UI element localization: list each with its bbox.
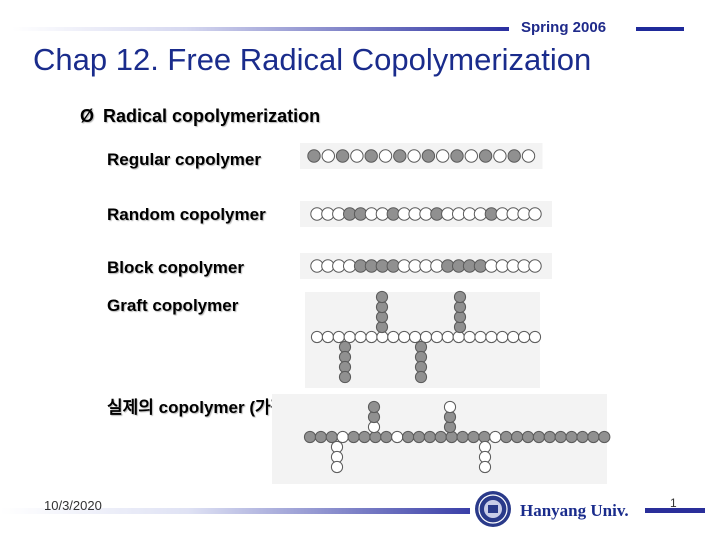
label-regular-copolymer: Regular copolymer [107, 150, 261, 169]
monomer-b-bead [375, 290, 389, 304]
monomer-b-bead [421, 149, 436, 163]
monomer-a-bead [332, 330, 345, 344]
monomer-b-bead [521, 430, 535, 444]
monomer-a-bead [354, 330, 367, 344]
label-graft-copolymer: Graft copolymer [107, 296, 239, 315]
monomer-b-bead [325, 430, 338, 444]
monomer-b-bead [402, 430, 415, 444]
regular-copolymer-chain [300, 143, 543, 169]
monomer-b-bead [467, 430, 480, 444]
footer-page-number: 1 [670, 496, 677, 510]
monomer-a-bead [507, 330, 520, 344]
monomer-a-bead [493, 149, 507, 163]
monomer-a-bead [409, 330, 422, 344]
monomer-b-bead [543, 430, 556, 444]
monomer-a-bead [528, 207, 542, 221]
monomer-b-bead [532, 430, 545, 444]
monomer-b-bead [453, 290, 467, 304]
monomer-b-bead [412, 430, 426, 444]
monomer-a-bead [336, 430, 349, 444]
monomer-a-bead [398, 330, 411, 344]
real-copolymer-diagram [272, 394, 611, 484]
monomer-a-bead [430, 330, 443, 344]
footer-rule-left [0, 508, 470, 514]
monomer-a-bead [489, 430, 502, 444]
monomer-b-bead [307, 149, 321, 163]
monomer-a-bead [310, 330, 324, 344]
monomer-a-bead [496, 330, 509, 344]
monomer-a-bead [436, 149, 450, 163]
monomer-b-bead [364, 149, 378, 163]
monomer-b-bead [445, 430, 458, 444]
header-rule-left [12, 27, 509, 31]
monomer-a-bead [419, 330, 433, 344]
monomer-b-bead [587, 430, 600, 444]
monomer-a-bead [485, 330, 498, 344]
monomer-b-bead [554, 430, 567, 444]
monomer-b-bead [450, 149, 464, 163]
monomer-a-bead [350, 149, 364, 163]
random-copolymer-chain [300, 201, 552, 227]
monomer-b-bead [511, 430, 524, 444]
monomer-b-bead [576, 430, 589, 444]
monomer-b-bead [478, 430, 491, 444]
monomer-a-bead [365, 330, 378, 344]
monomer-a-bead [391, 430, 404, 444]
monomer-b-bead [423, 430, 436, 444]
monomer-b-bead [434, 430, 447, 444]
monomer-a-bead [463, 330, 476, 344]
monomer-a-bead [343, 330, 356, 344]
monomer-a-bead [407, 149, 421, 163]
monomer-a-bead [387, 330, 400, 344]
monomer-b-bead [456, 430, 469, 444]
monomer-a-bead [518, 330, 531, 344]
monomer-b-bead [314, 430, 328, 444]
monomer-b-bead [565, 430, 578, 444]
monomer-a-bead [443, 400, 457, 414]
monomer-b-bead [358, 430, 371, 444]
university-seal-icon [475, 491, 511, 527]
bullet-text: Radical copolymerization [103, 106, 321, 126]
monomer-b-bead [338, 370, 352, 384]
monomer-b-bead [414, 370, 428, 384]
monomer-a-bead [478, 460, 492, 474]
season-label: Spring 2006 [521, 19, 607, 36]
monomer-a-bead [452, 330, 465, 344]
monomer-b-bead [369, 430, 382, 444]
block-copolymer-chain [300, 253, 552, 279]
footer-rule-right [645, 508, 705, 513]
header-rule-right [636, 27, 684, 31]
monomer-a-bead [528, 330, 542, 344]
slide-title: Chap 12. Free Radical Copolymerization [33, 42, 592, 77]
graft-copolymer-diagram [305, 290, 542, 388]
monomer-a-bead [321, 330, 334, 344]
monomer-b-bead [367, 400, 381, 414]
monomer-b-bead [380, 430, 393, 444]
footer-date: 10/3/2020 [44, 498, 102, 513]
monomer-a-bead [330, 460, 344, 474]
monomer-a-bead [528, 259, 542, 273]
monomer-b-bead [598, 430, 611, 444]
monomer-a-bead [474, 330, 487, 344]
monomer-b-bead [507, 149, 521, 163]
label-block-copolymer: Block copolymer [107, 258, 244, 277]
label-random-copolymer: Random copolymer [107, 205, 266, 224]
bullet-arrow-icon: Ø [80, 106, 95, 126]
monomer-a-bead [464, 149, 479, 163]
monomer-b-bead [393, 149, 407, 163]
monomer-b-bead [303, 430, 317, 444]
footer-university: Hanyang Univ. [520, 501, 629, 520]
label-real-copolymer: 실제의 copolymer (가정) [107, 398, 292, 417]
monomer-b-bead [478, 149, 493, 163]
monomer-a-bead [378, 149, 393, 163]
monomer-a-bead [521, 149, 536, 163]
monomer-b-bead [500, 430, 513, 444]
monomer-b-bead [335, 149, 350, 163]
monomer-a-bead [441, 330, 454, 344]
monomer-b-bead [347, 430, 360, 444]
bullet-item: Ø Radical copolymerization [80, 106, 320, 127]
monomer-a-bead [321, 149, 335, 163]
